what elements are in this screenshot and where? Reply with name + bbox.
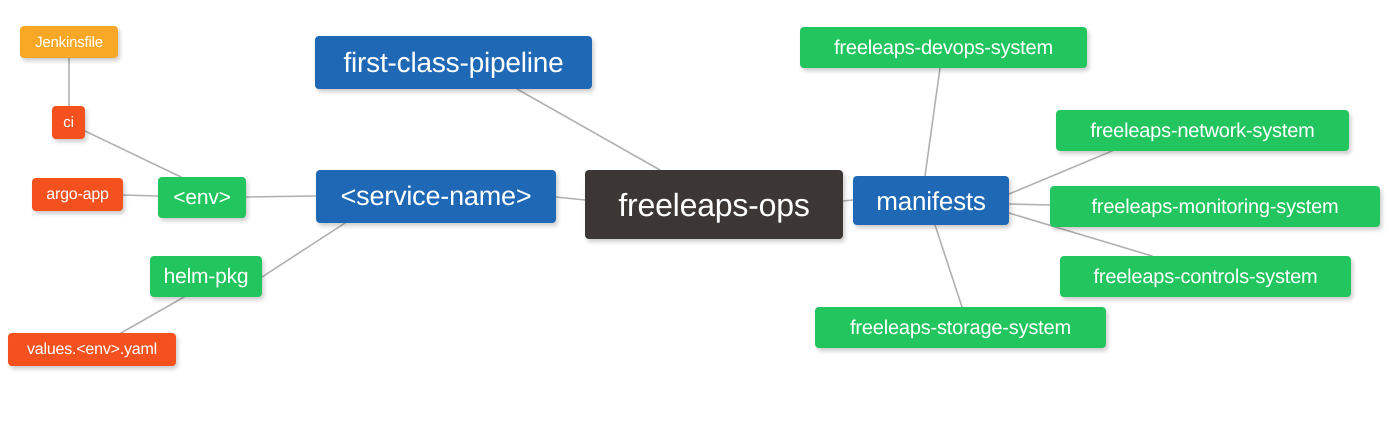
node-manifests[interactable]: manifests xyxy=(853,176,1009,225)
node-service-name[interactable]: <service-name> xyxy=(316,170,556,223)
node-argo-app[interactable]: argo-app xyxy=(32,178,123,211)
edge-service-name-ops xyxy=(555,196,586,201)
node-helm-pkg[interactable]: helm-pkg xyxy=(150,256,262,297)
node-freeleaps-storage-system[interactable]: freeleaps-storage-system xyxy=(815,307,1106,348)
edge-manifests-devops xyxy=(924,67,941,177)
edge-ops-manifests xyxy=(842,199,854,202)
edge-service-name-helm-pkg xyxy=(261,222,346,278)
node-freeleaps-monitoring-system[interactable]: freeleaps-monitoring-system xyxy=(1050,186,1380,227)
node-ci[interactable]: ci xyxy=(52,106,85,139)
edge-manifests-storage xyxy=(934,224,963,308)
edge-ci-env xyxy=(84,130,182,178)
node-freeleaps-controls-system[interactable]: freeleaps-controls-system xyxy=(1060,256,1351,297)
node-values-env-yaml[interactable]: values.<env>.yaml xyxy=(8,333,176,366)
node-first-class-pipeline[interactable]: first-class-pipeline xyxy=(315,36,592,89)
node-jenkinsfile[interactable]: Jenkinsfile xyxy=(20,26,118,58)
edge-argo-app-env xyxy=(122,194,159,197)
node-freeleaps-network-system[interactable]: freeleaps-network-system xyxy=(1056,110,1349,151)
node-freeleaps-ops[interactable]: freeleaps-ops xyxy=(585,170,843,239)
node-freeleaps-devops-system[interactable]: freeleaps-devops-system xyxy=(800,27,1087,68)
edge-env-service-name xyxy=(245,195,317,198)
edge-manifests-monitoring xyxy=(1008,203,1051,206)
edge-helm-pkg-values xyxy=(120,296,185,334)
edge-pipeline-ops xyxy=(516,88,661,171)
node-env[interactable]: <env> xyxy=(158,177,246,218)
